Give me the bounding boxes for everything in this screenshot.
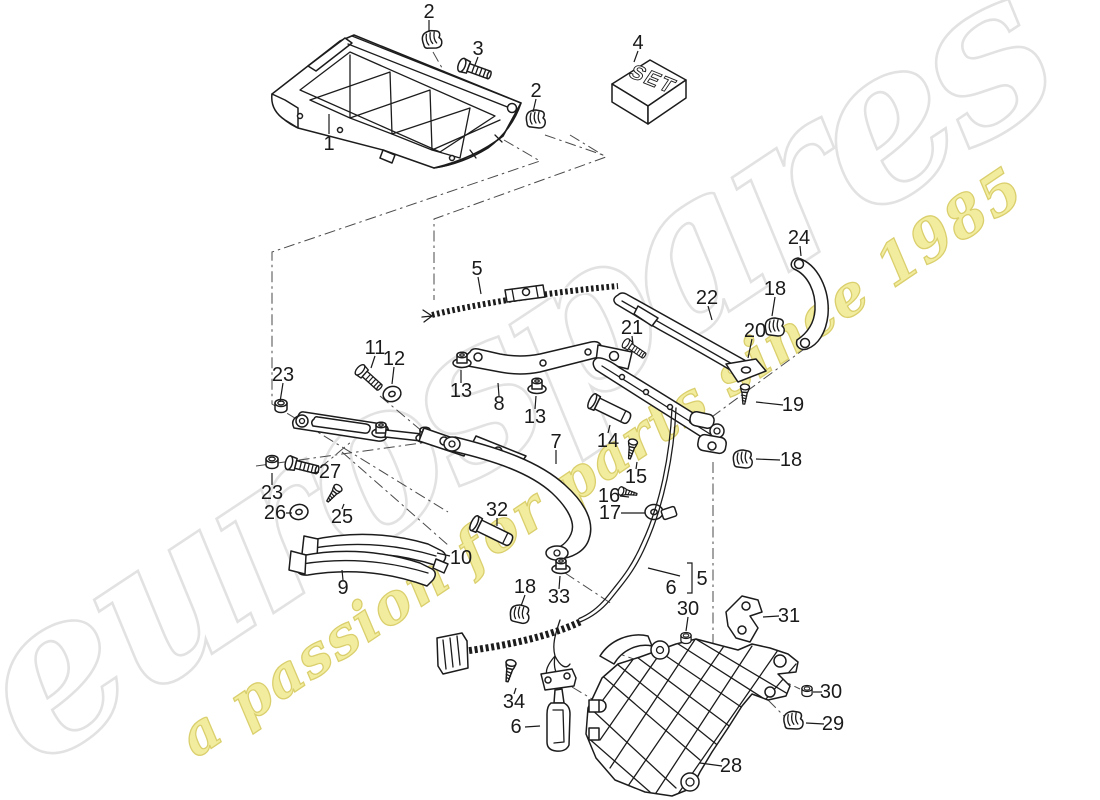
- callout-22: 22: [696, 287, 718, 309]
- callout-23b: 23: [261, 482, 283, 504]
- leader-lines: [271, 20, 825, 767]
- callout-30a: 30: [677, 598, 699, 620]
- callout-6-cable: 6: [665, 577, 676, 599]
- part-clip-2b: [525, 109, 546, 129]
- callout-18a: 18: [764, 278, 786, 300]
- callout-12: 12: [383, 348, 405, 370]
- callout-26: 26: [264, 502, 286, 524]
- callout-1: 1: [323, 133, 334, 155]
- callout-21: 21: [621, 317, 643, 339]
- part-hinge-cluster: [689, 411, 727, 455]
- part-nut-23b: [265, 454, 279, 470]
- part-clip-2a: [420, 28, 444, 51]
- callout-13a: 13: [450, 380, 472, 402]
- part-harness-connector: [436, 632, 469, 675]
- callout-18c: 18: [514, 576, 536, 598]
- callout-34: 34: [503, 691, 525, 713]
- callout-5-cable: 5: [696, 568, 707, 590]
- part-rail-10: [301, 533, 449, 574]
- part-clip-18a: [764, 317, 785, 337]
- callout-19: 19: [782, 394, 804, 416]
- callout-29: 29: [822, 713, 844, 735]
- part-bracket-20: [725, 358, 767, 383]
- callout-13b: 13: [524, 406, 546, 428]
- callout-4: 4: [632, 32, 643, 54]
- part-rail-22: [613, 292, 753, 379]
- part-latch-6: [540, 668, 577, 752]
- part-clip-29: [782, 709, 805, 731]
- callout-labels: 2 3 2 4 1 5 24 18 22 20 21 11 12 23 13 8…: [261, 1, 844, 777]
- callout-3: 3: [472, 38, 483, 60]
- part-nut-23a: [274, 398, 288, 414]
- callout-9: 9: [337, 577, 348, 599]
- part-nut-30a: [680, 631, 692, 645]
- part-curved-arm-24: [790, 257, 829, 351]
- part-tension-cable: [421, 282, 619, 323]
- callout-6-latch: 6: [510, 716, 521, 738]
- part-clip-18c: [508, 603, 531, 625]
- callout-33: 33: [548, 586, 570, 608]
- part-bracket-31: [725, 595, 763, 643]
- part-wiring-harness: [436, 407, 678, 679]
- callout-32: 32: [486, 499, 508, 521]
- callout-15: 15: [625, 466, 647, 488]
- part-screw-34: [501, 658, 518, 684]
- callout-25: 25: [331, 506, 353, 528]
- callout-11: 11: [365, 337, 386, 359]
- part-set-box: SET: [611, 59, 687, 125]
- part-clip-18b: [732, 449, 753, 469]
- part-mounting-bracket-28: [585, 634, 799, 797]
- callout-24: 24: [788, 227, 810, 249]
- callout-2-top: 2: [423, 1, 434, 23]
- callout-2-right: 2: [530, 80, 541, 102]
- callout-14: 14: [597, 430, 619, 452]
- callout-27: 27: [319, 461, 341, 483]
- callout-23a: 23: [272, 364, 294, 386]
- callout-31: 31: [778, 605, 800, 627]
- part-top-frame-panel: [271, 34, 522, 169]
- callout-7: 7: [550, 431, 561, 453]
- callout-8: 8: [493, 393, 504, 415]
- callout-16: 16: [598, 485, 620, 507]
- callout-28: 28: [720, 755, 742, 777]
- callout-20: 20: [744, 320, 766, 342]
- callout-17: 17: [599, 502, 621, 524]
- callout-18b: 18: [780, 449, 802, 471]
- callout-10: 10: [450, 547, 472, 569]
- callout-30b: 30: [820, 681, 842, 703]
- part-rail-9: [288, 550, 436, 587]
- callout-5: 5: [471, 258, 482, 280]
- part-nut-30b: [801, 684, 813, 698]
